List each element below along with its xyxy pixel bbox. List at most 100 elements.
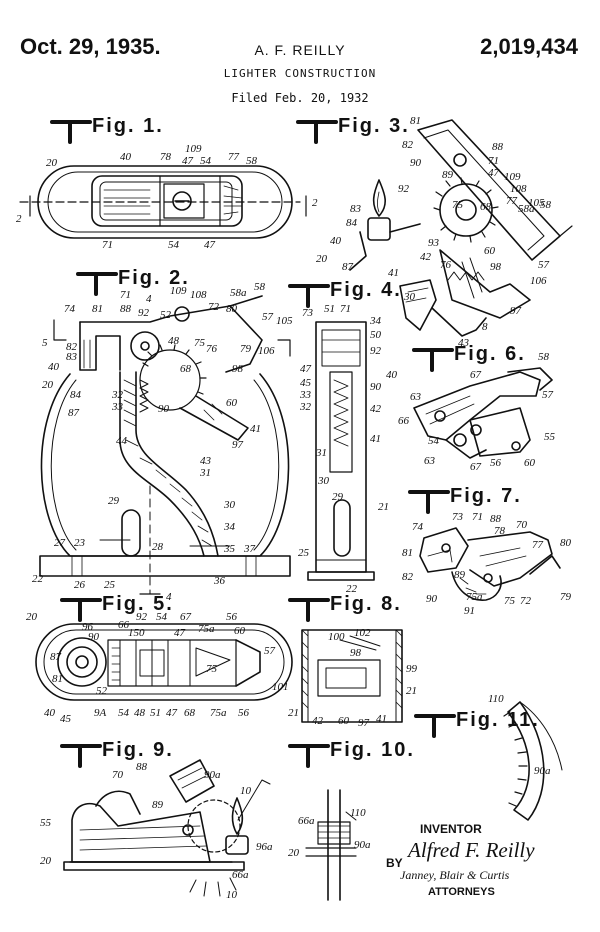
- reference-numeral: 35: [223, 543, 236, 555]
- fig3-handle: [400, 280, 436, 330]
- reference-numeral: 106: [530, 275, 547, 287]
- fig1-label: Fig. 1.: [52, 115, 164, 142]
- reference-numeral: 54: [168, 239, 180, 251]
- reference-numeral: 72: [208, 301, 220, 313]
- reference-numeral: 90: [88, 631, 100, 643]
- reference-numeral: 40: [386, 369, 398, 381]
- reference-numeral: 67: [180, 611, 192, 623]
- inventor-signature: Alfred F. Reilly: [408, 838, 535, 863]
- reference-numeral: 75: [504, 595, 516, 607]
- reference-numeral: 66a: [232, 869, 249, 881]
- reference-numeral: 40: [330, 235, 342, 247]
- reference-numeral: 41: [388, 267, 399, 279]
- reference-numeral: 101: [272, 681, 289, 693]
- reference-numeral: 47: [182, 155, 194, 167]
- reference-numeral: 97: [510, 305, 522, 317]
- reference-numeral: 91: [464, 605, 475, 617]
- reference-numeral: 92: [136, 611, 148, 623]
- reference-numeral: 74: [64, 303, 76, 315]
- reference-numeral: 21: [288, 707, 299, 719]
- reference-numeral: 30: [403, 291, 416, 303]
- reference-numeral: 55: [544, 431, 556, 443]
- reference-numeral: 32: [299, 401, 312, 413]
- inventor-label: INVENTOR: [420, 822, 482, 836]
- reference-numeral: 58a: [230, 287, 247, 299]
- reference-numeral: 47: [174, 627, 186, 639]
- reference-numeral: 83: [66, 351, 78, 363]
- reference-numeral: 30: [317, 475, 330, 487]
- reference-numeral: 90: [426, 593, 438, 605]
- reference-numeral: 27: [54, 537, 66, 549]
- reference-numeral: 84: [346, 217, 358, 229]
- reference-numeral: 75: [452, 199, 464, 211]
- reference-numeral: 43: [200, 455, 212, 467]
- reference-numeral: 34: [369, 315, 382, 327]
- reference-numeral: 67: [470, 461, 482, 473]
- fig2-post: [122, 510, 140, 556]
- reference-numeral: 20: [288, 847, 300, 859]
- reference-numeral: 45: [300, 377, 312, 389]
- reference-numeral: 48: [168, 335, 180, 347]
- reference-numeral: 75a: [198, 623, 215, 635]
- figure-5: Fig. 5. 20 96 92 54 67 75a 56 87 90 66 1…: [26, 593, 292, 725]
- reference-numeral: 88: [490, 513, 502, 525]
- reference-numeral: 37: [243, 543, 256, 555]
- fig6-label: Fig. 6.: [414, 343, 526, 370]
- reference-numeral: 42: [312, 715, 324, 727]
- reference-numeral: 20: [46, 157, 58, 169]
- reference-numeral: 31: [199, 467, 211, 479]
- reference-numeral: 108: [190, 289, 207, 301]
- fig9-hood: [170, 760, 214, 802]
- reference-numeral: 33: [111, 401, 124, 413]
- reference-numeral: 34: [223, 521, 236, 533]
- reference-numeral: 76: [440, 259, 452, 271]
- reference-numeral: 100: [328, 631, 345, 643]
- reference-numeral: 81: [92, 303, 103, 315]
- reference-numeral: 90: [370, 381, 382, 393]
- reference-numeral: 87: [342, 261, 354, 273]
- reference-numeral: 82: [402, 139, 414, 151]
- reference-numeral: 28: [152, 541, 164, 553]
- reference-numeral: 47: [300, 363, 312, 375]
- reference-numeral: 71: [340, 303, 351, 315]
- reference-numeral: 73: [302, 307, 314, 319]
- reference-numeral: 57: [538, 259, 550, 271]
- reference-numeral: 75: [206, 663, 218, 675]
- reference-numeral: 97: [232, 439, 244, 451]
- reference-numeral: 90: [158, 403, 170, 415]
- reference-numeral: 51: [324, 303, 335, 315]
- reference-numeral: 71: [120, 289, 131, 301]
- reference-numeral: 56: [238, 707, 250, 719]
- fig8-label: Fig. 8.: [290, 593, 402, 620]
- reference-numeral: 20: [40, 855, 52, 867]
- reference-numeral: 42: [420, 251, 432, 263]
- reference-numeral: 110: [488, 693, 504, 705]
- fig4-label-text: Fig. 4.: [330, 279, 402, 301]
- reference-numeral: 81: [410, 115, 421, 127]
- reference-numeral: 73: [452, 511, 464, 523]
- reference-numeral: 40: [48, 361, 60, 373]
- reference-numeral: 96a: [256, 841, 273, 853]
- fig10-label: Fig. 10.: [290, 739, 415, 766]
- reference-numeral: 54: [118, 707, 130, 719]
- reference-numeral: 66: [398, 415, 410, 427]
- reference-numeral: 93: [428, 237, 440, 249]
- reference-numeral: 54: [428, 435, 440, 447]
- fig9-label: Fig. 9.: [62, 739, 174, 766]
- figure-9: Fig. 9. 70 88 90a 89 10 55 96a 20 66a 10: [40, 739, 273, 901]
- figure-11: Fig. 11. 110 90a: [416, 693, 562, 820]
- reference-numeral: 58: [540, 199, 552, 211]
- reference-numeral: 68: [184, 707, 196, 719]
- reference-numeral: 90a: [354, 839, 371, 851]
- reference-numeral: 57: [542, 389, 554, 401]
- figure-6: Fig. 6. 58 67 57 63 66 54 63 67 56 60 55: [398, 343, 556, 473]
- fig5-wheel: [58, 638, 106, 686]
- reference-numeral: 52: [160, 309, 172, 321]
- fig2-wheel: [131, 332, 159, 360]
- reference-numeral: 90: [410, 157, 422, 169]
- fig3-label-text: Fig. 3.: [338, 115, 410, 137]
- reference-numeral: 63: [410, 391, 422, 403]
- reference-numeral: 92: [398, 183, 410, 195]
- reference-numeral: 84: [70, 389, 82, 401]
